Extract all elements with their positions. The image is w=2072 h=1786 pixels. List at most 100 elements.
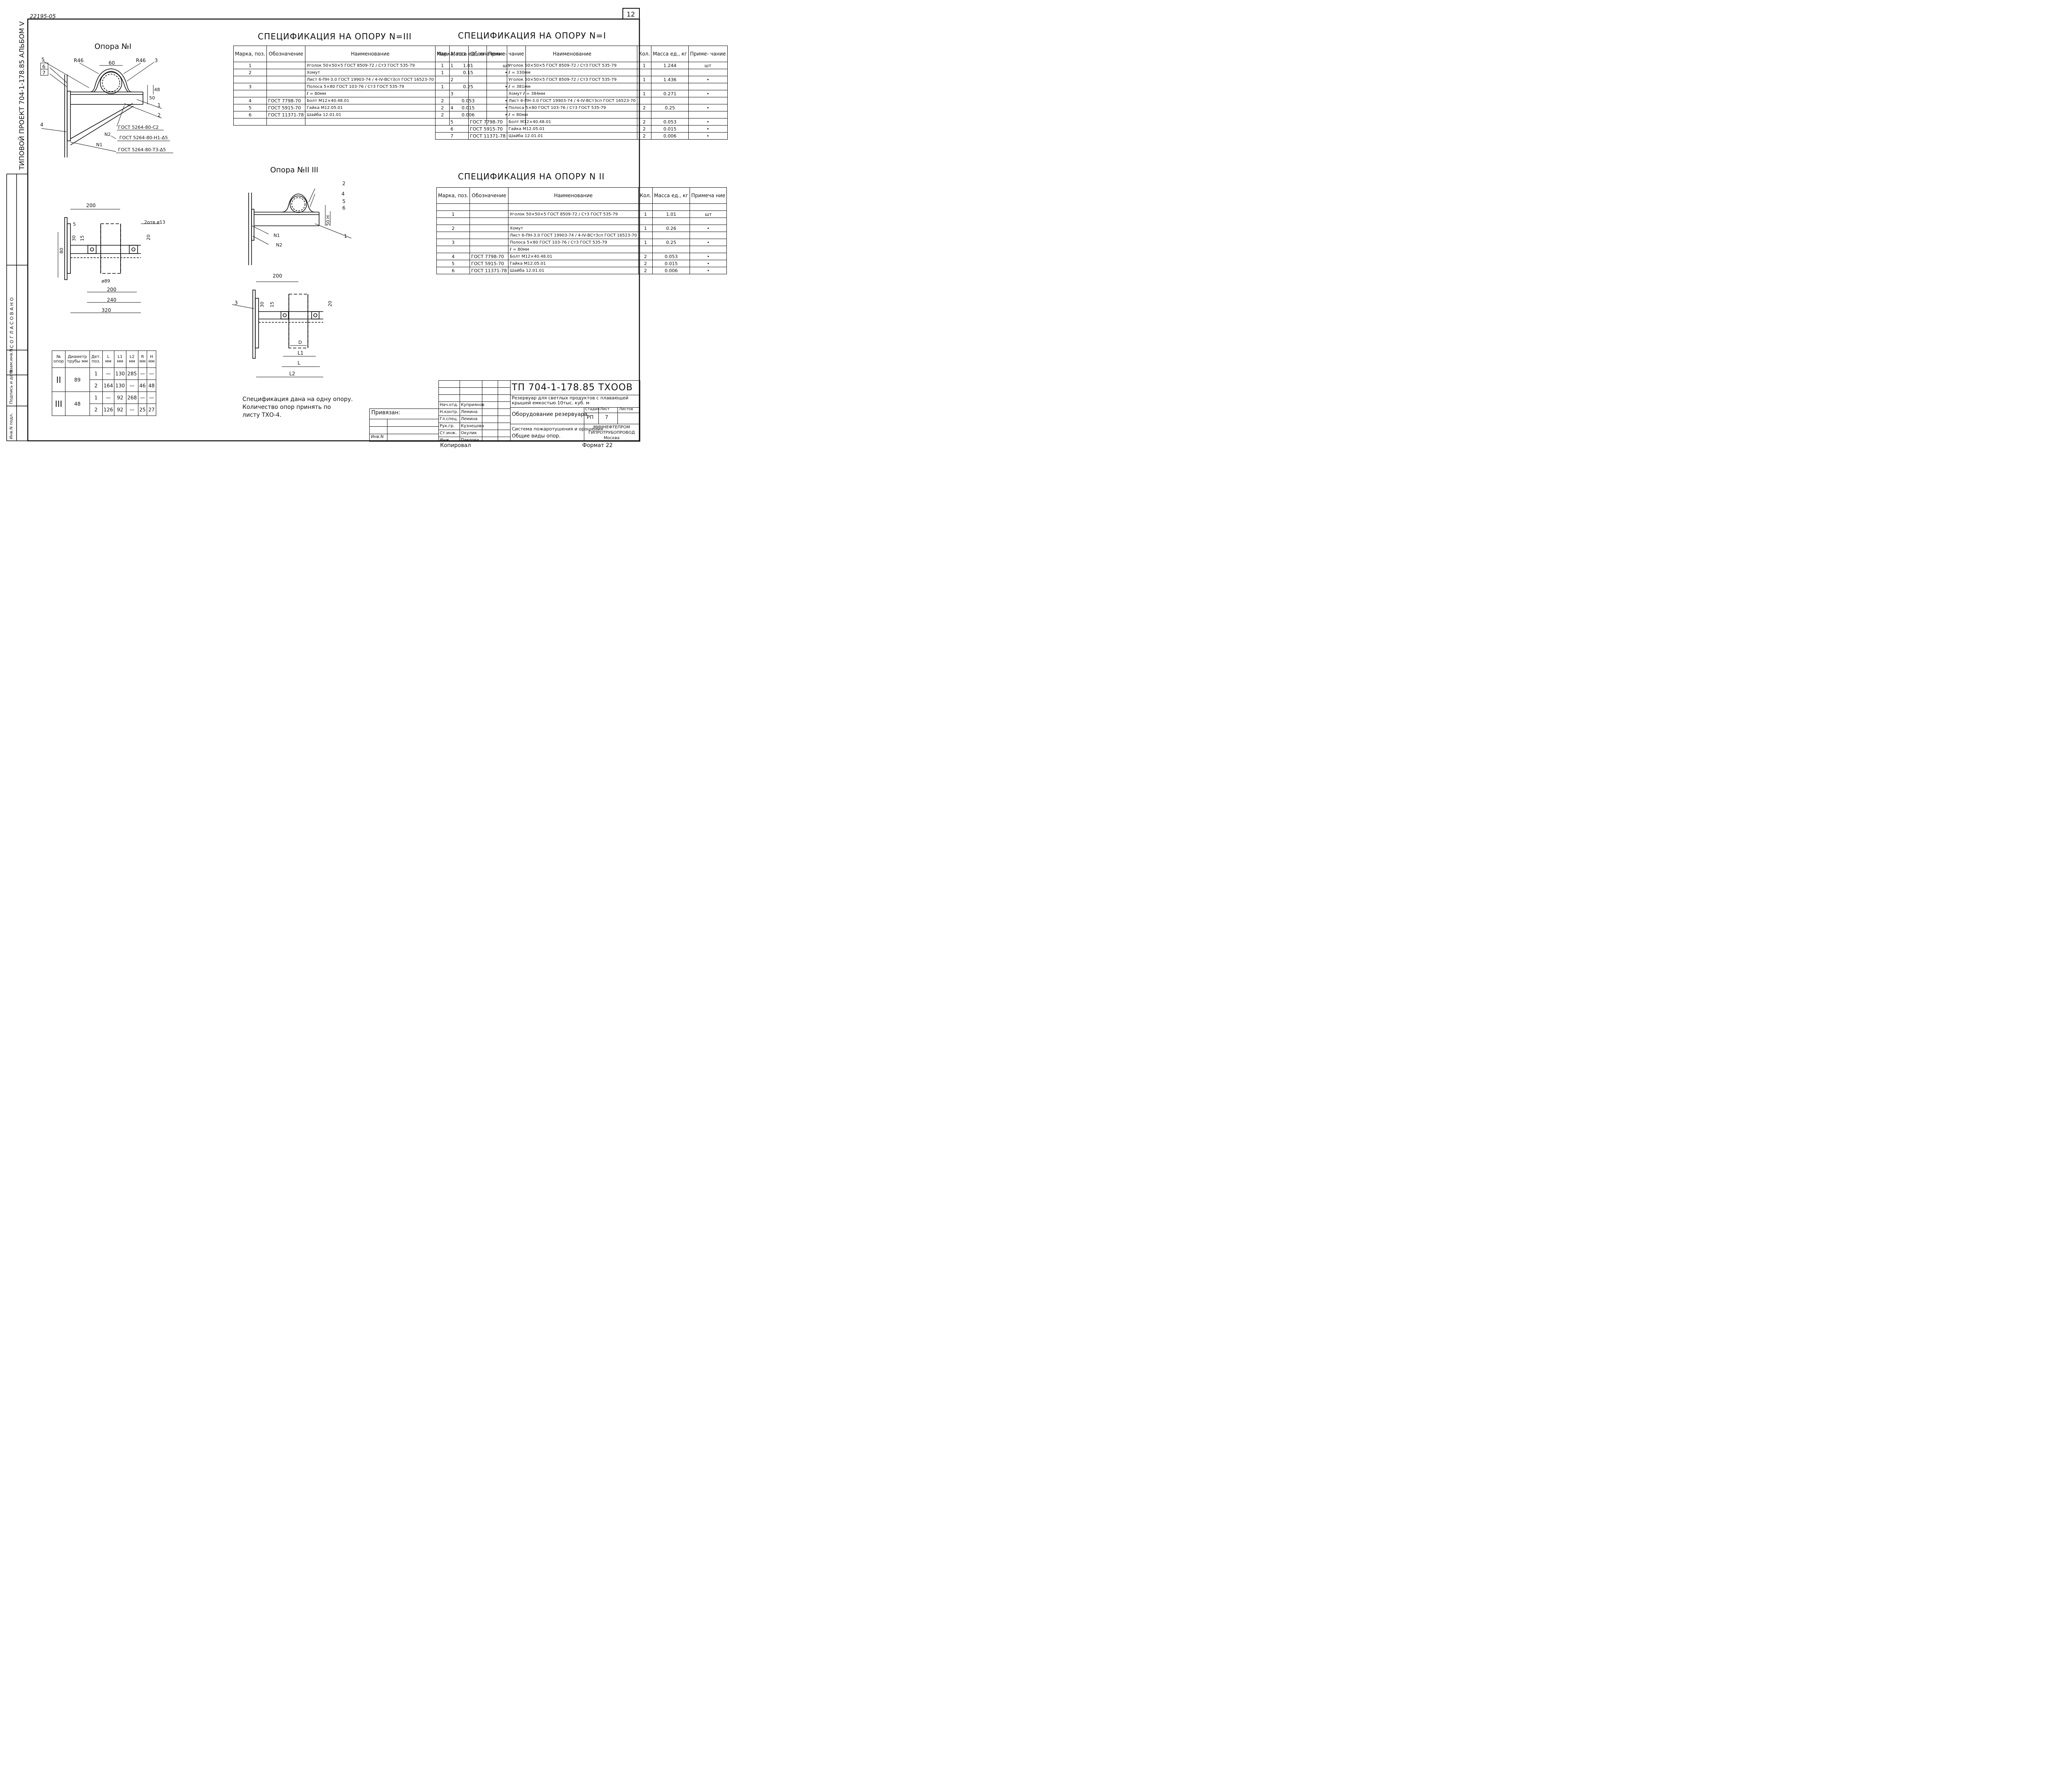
dim-cell: — xyxy=(147,367,156,380)
spec-cell xyxy=(468,83,508,90)
dim-20: 20 xyxy=(146,234,151,240)
spec-cell: Полоса 5×80 ГОСТ 103-76 / Ст3 ГОСТ 535-7… xyxy=(507,104,637,111)
holes-label: 2отв ø13 xyxy=(144,220,165,225)
spec3-header: Наименование xyxy=(305,46,436,62)
spec-cell: 5 xyxy=(436,260,470,267)
dim-opora: II xyxy=(52,367,65,392)
spec-row: Лист 6-ПН-3.0 ГОСТ 19903-74 / 4-IV-ВСт3с… xyxy=(436,232,727,239)
spec-cell: 0.053 xyxy=(651,118,689,126)
bound-label: Привязан: xyxy=(371,410,400,416)
part23-4: 4 xyxy=(341,191,345,197)
sheet-label: Лист xyxy=(600,407,610,411)
spec-cell xyxy=(266,76,306,83)
spec-cell: • xyxy=(688,132,728,140)
spec-cell: • xyxy=(688,76,728,83)
label-r46-left: R46 xyxy=(74,58,84,63)
spec-cell: • xyxy=(688,118,728,126)
spec1-title: СПЕЦИФИКАЦИЯ НА ОПОРУ N=I xyxy=(458,31,606,41)
org-block: МИННЕФТЕПРОМ ГИПРОТРУБОПРОВОД Москва xyxy=(585,425,639,441)
spec-cell: 2 xyxy=(638,253,653,260)
spec-cell: Хомут ℓ = 384мм xyxy=(507,90,637,97)
spec-cell: ℓ = 80мм xyxy=(305,90,436,97)
dim-cell: 92 xyxy=(114,404,126,416)
spec-cell: ГОСТ 7798-70 xyxy=(266,97,306,104)
spec-cell xyxy=(638,246,653,253)
spec-cell: 2 xyxy=(637,125,652,133)
spec-cell: 0.25 xyxy=(651,104,689,111)
spec-cell xyxy=(266,90,306,97)
spec2-header: Примеча ние xyxy=(690,187,727,204)
spec-cell: • xyxy=(690,239,727,246)
spec-cell xyxy=(469,218,509,225)
dim-cell: — xyxy=(138,392,148,404)
spec-cell: шт xyxy=(690,210,727,218)
spec-cell: 3 xyxy=(435,90,469,97)
spec-cell xyxy=(469,210,509,218)
spec-cell xyxy=(652,232,690,239)
dim-cell: 46 xyxy=(138,379,148,392)
spec-cell: Лист 6-ПН-3.0 ГОСТ 19903-74 / 4-IV-ВСт3с… xyxy=(305,76,436,83)
spec-cell xyxy=(266,83,306,90)
spec-cell: • xyxy=(690,267,727,274)
phi89: ø89 xyxy=(102,278,110,284)
spec-cell: 3 xyxy=(436,239,470,246)
dim-cell: 268 xyxy=(126,392,138,404)
spec-cell xyxy=(469,232,509,239)
drawing-sheet: 22195-05 12 ТИПОВОЙ ПРОЕКТ 704-1-178.85 … xyxy=(6,8,640,442)
dim-header: H мм xyxy=(147,350,156,368)
dim-cell: 285 xyxy=(126,367,138,380)
spec-cell: 1 xyxy=(637,90,652,97)
staff-name: Куприянов xyxy=(461,403,484,407)
spec-cell: • xyxy=(688,125,728,133)
note-line-1: Спецификация дана на одну опору. xyxy=(242,396,353,403)
spec-cell: ℓ = 381мм xyxy=(507,83,637,90)
dim-d: D xyxy=(298,340,302,345)
spec-cell xyxy=(266,69,306,76)
spec-cell: 5 xyxy=(435,118,469,126)
dim-320: 320 xyxy=(102,307,111,313)
dim-200-b: 200 xyxy=(273,273,282,279)
spec-cell xyxy=(688,69,728,76)
spec-cell xyxy=(688,83,728,90)
gost-c2: ГОСТ 5264-80-С2 xyxy=(118,125,159,130)
spec-cell: 2 xyxy=(637,118,652,126)
spec-cell: Хомут xyxy=(508,225,639,232)
stage-grid: Стадия Лист Листов РП 7 xyxy=(584,407,639,424)
dim-cell: 126 xyxy=(102,404,114,416)
staff-name: Лемина xyxy=(461,417,478,421)
spec-cell: ГОСТ 7798-70 xyxy=(468,118,508,126)
spec-cell: 1 xyxy=(637,62,652,69)
dim-l1: L1 xyxy=(298,350,303,356)
spec-cell xyxy=(652,218,690,225)
spec-cell xyxy=(638,232,653,239)
part-6: 6 xyxy=(42,64,46,70)
spec-cell xyxy=(233,76,267,83)
spec-cell: • xyxy=(688,104,728,111)
side-col-2: Подпись и дата xyxy=(9,370,14,404)
org-institute: ГИПРОТРУБОПРОВОД xyxy=(588,430,635,435)
spec-cell: 1 xyxy=(638,210,653,218)
spec-row: ℓ = 330мм xyxy=(435,69,728,76)
spec-cell xyxy=(468,90,508,97)
spec-cell: ГОСТ 11371-78 xyxy=(468,132,508,140)
spec-cell: • xyxy=(690,225,727,232)
staff-role: Инж. xyxy=(440,438,451,442)
spec-cell xyxy=(651,83,689,90)
staff-name: Кузнецова xyxy=(461,424,484,428)
spec-cell: • xyxy=(690,253,727,260)
dim-cell: 92 xyxy=(114,392,126,404)
dim-diameter: 48 xyxy=(65,392,90,416)
side-approved: С О Г Л А С О В А Н О xyxy=(9,297,15,348)
staff-row: Инж.Павлова xyxy=(439,437,510,444)
spec-cell: ГОСТ 7798-70 xyxy=(469,253,509,260)
opora-1-plan xyxy=(58,209,160,313)
spec-cell: 6 xyxy=(233,111,267,118)
spec-cell xyxy=(233,118,267,126)
